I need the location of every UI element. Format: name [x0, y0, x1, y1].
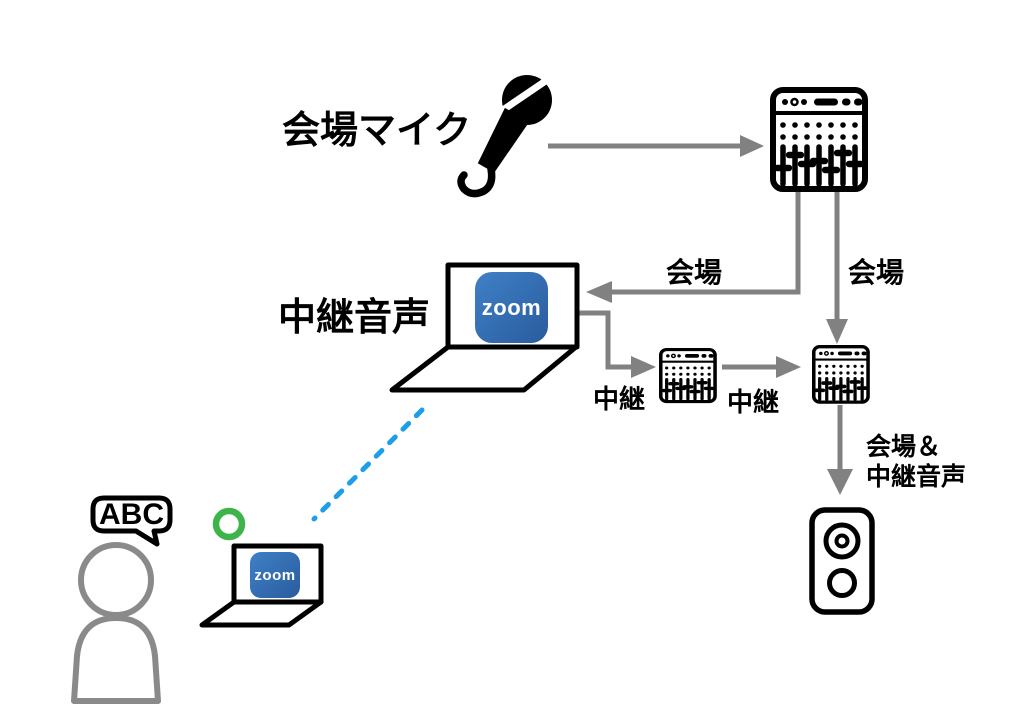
arrow-mixer-to-laptop	[586, 190, 801, 303]
venue-edge-label-to-laptop: 会場	[666, 257, 723, 288]
sub-mixer-icon	[658, 347, 717, 404]
zoom-logo-text: zoom	[254, 566, 296, 584]
arrow-mic-to-mixer	[548, 135, 764, 157]
person-icon	[71, 542, 161, 704]
zoom-app-icon-host: zoom	[475, 272, 548, 343]
output-mixer-icon	[811, 344, 870, 405]
main-mixer-icon	[773, 90, 865, 189]
status-ring-icon	[212, 507, 246, 541]
venue-edge-label-to-mixer: 会場	[848, 257, 905, 288]
speaker-icon	[809, 507, 875, 615]
arrow-output-mixer-to-speaker	[827, 405, 853, 495]
relay-edge-label-to-submixer: 中継	[593, 384, 646, 414]
relay-audio-label: 中継音声	[278, 297, 431, 339]
zoom-app-icon-remote: zoom	[250, 552, 300, 598]
arrow-laptop-to-submixer	[577, 310, 656, 378]
venue-and-relay-line2: 中継音声	[866, 463, 967, 491]
zoom-logo-text: zoom	[481, 294, 542, 320]
venue-and-relay-line1: 会場＆	[866, 433, 942, 461]
speech-bubble	[90, 495, 173, 547]
microphone-icon	[457, 75, 552, 198]
arrow-mixer-to-output-mixer	[826, 190, 848, 344]
arrow-submixer-to-output-mixer	[722, 356, 801, 378]
relay-edge-label-to-output: 中継	[727, 387, 780, 417]
venue-and-relay-label: 会場＆ 中継音声	[866, 432, 966, 492]
speech-bubble-text: ABC	[99, 498, 164, 531]
venue-mic-label: 会場マイク	[282, 110, 472, 152]
network-dotted-line	[311, 407, 425, 522]
